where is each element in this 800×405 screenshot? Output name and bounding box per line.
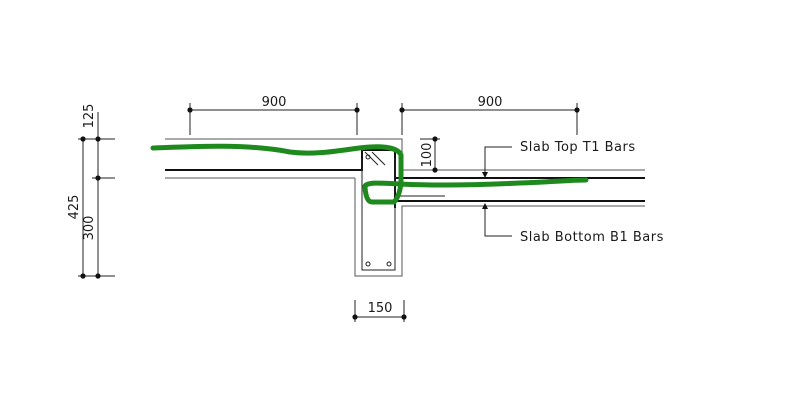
dimension-left-vertical: 125 425 300 [67, 104, 115, 279]
dimension-right-span: 900 [399, 95, 580, 135]
rebar-lines [165, 149, 645, 271]
top-bars-note: Slab Top T1 Bars [520, 140, 636, 155]
note-bottom-bars: Slab Bottom B1 Bars [482, 203, 664, 245]
bottom-bars-note: Slab Bottom B1 Bars [520, 230, 664, 245]
beam-width-label: 150 [368, 301, 393, 316]
total-depth-label: 425 [67, 195, 82, 220]
green-markup [150, 143, 589, 205]
top-cover-label: 100 [420, 143, 435, 168]
concrete-outline [165, 138, 645, 277]
dimension-left-span: 900 [187, 95, 360, 135]
right-span-label: 900 [478, 95, 503, 110]
note-top-bars: Slab Top T1 Bars [482, 140, 636, 178]
dimension-beam-width: 150 [352, 300, 407, 322]
slab-step-label: 125 [82, 104, 97, 129]
left-span-label: 900 [262, 95, 287, 110]
beam-depth-label: 300 [82, 216, 97, 241]
dimension-top-cover: 100 [420, 136, 440, 173]
